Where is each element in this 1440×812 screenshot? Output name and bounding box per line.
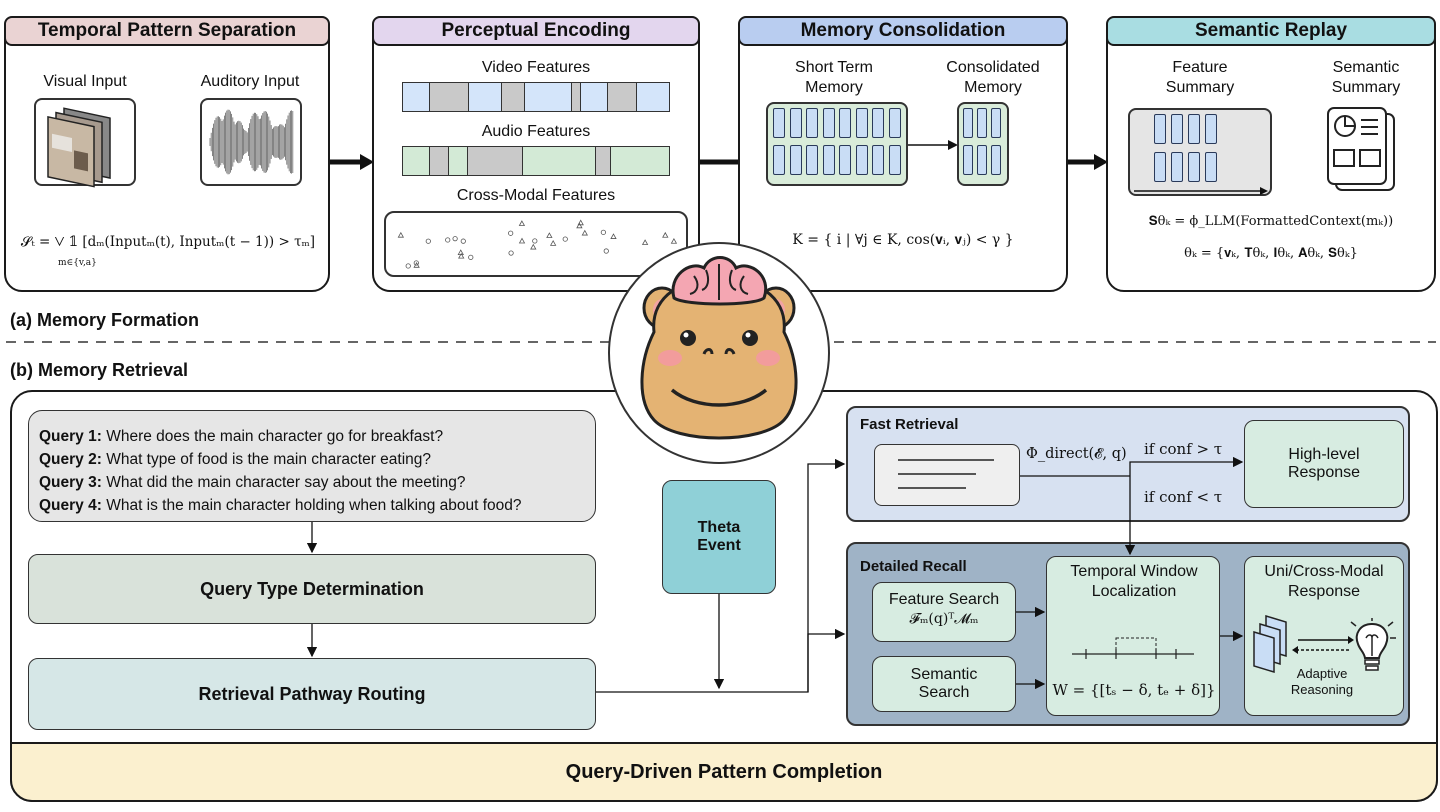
feature-summary-axis: [1134, 187, 1268, 195]
query-1: Query 1: Where does the main character g…: [39, 428, 444, 445]
cross-modal-box: [384, 211, 688, 277]
auditory-input-label: Auditory Input: [200, 73, 300, 90]
formation-arrow-2: [700, 159, 740, 165]
short-term-memory-label: Short Term Memory: [795, 59, 873, 96]
memory-cell: [855, 145, 868, 175]
memory-cell: [1154, 152, 1166, 182]
memory-cell: [839, 108, 851, 138]
memory-cell: [839, 145, 851, 175]
memory-formation-label: (a) Memory Formation: [10, 310, 200, 330]
uni-cross-response-label: Uni/Cross-Modal Response: [1264, 563, 1384, 600]
pattern-completion-box: Query-Driven Pattern Completion: [10, 742, 1438, 802]
fast-input-box: [874, 444, 1020, 506]
cross-modal-label: Cross-Modal Features: [456, 187, 616, 204]
memory-cell: [888, 108, 901, 138]
feature-summary-label: Feature Summary: [1165, 59, 1235, 96]
memory-consolidation-title: Memory Consolidation: [738, 16, 1068, 46]
time-window-axis: [1072, 637, 1194, 659]
temporal-window-label: Temporal Window Localization: [1070, 563, 1198, 600]
query-type-box: Query Type Determination: [28, 554, 596, 624]
audio-features-bar: [402, 146, 670, 176]
reasoning-arrows: [1292, 636, 1354, 654]
semantic-search-box: Semantic Search: [872, 656, 1016, 712]
memory-cell: [822, 145, 835, 175]
query-2: Query 2: What type of food is the main c…: [39, 451, 432, 468]
formation-arrow-1: [330, 154, 374, 170]
memory-cell: [977, 108, 987, 138]
consolidation-formula: K = { i | ∀j ∈ K, cos(𝐯ᵢ, 𝐯ⱼ) < γ }: [792, 232, 1014, 248]
memory-retrieval-label: (b) Memory Retrieval: [10, 360, 189, 380]
memory-cell: [1171, 152, 1183, 182]
memory-cell: [806, 145, 818, 175]
memory-cell: [822, 108, 835, 138]
temporal-pattern-title: Temporal Pattern Separation: [4, 16, 330, 46]
memory-cell: [977, 145, 987, 175]
semantic-replay-title: Semantic Replay: [1106, 16, 1436, 46]
temporal-window-box: [1046, 556, 1220, 716]
adaptive-reasoning-label: Adaptive Reasoning: [1290, 666, 1354, 697]
formation-arrow-3: [1068, 154, 1108, 170]
stacked-frames-icon: [1253, 614, 1287, 674]
waveform-icon: [209, 109, 294, 175]
separation-formula-sub: m∈{v,a}: [58, 258, 97, 268]
visual-input-label: Visual Input: [43, 73, 127, 90]
audio-features-label: Audio Features: [481, 123, 591, 140]
memory-cell: [855, 108, 868, 138]
window-formula: W = {[tₛ − δ, tₑ + δ]}: [1052, 681, 1216, 699]
section-divider: [6, 341, 1436, 343]
memory-cell: [773, 145, 785, 175]
memory-cell: [872, 108, 884, 138]
replay-formula-2: θₖ = {𝐯ₖ, 𝐓θₖ, 𝐈θₖ, 𝐀θₖ, 𝐒θₖ}: [1184, 246, 1358, 261]
memory-cell: [773, 108, 785, 138]
memory-cell: [1188, 114, 1200, 144]
memory-cell: [1205, 114, 1217, 144]
high-level-response-box: High-level Response: [1244, 420, 1404, 508]
memory-cell: [888, 145, 901, 175]
hippo-mascot-icon: [608, 242, 830, 464]
feature-search-formula: 𝓕ₘ(q)ᵀ𝓜ₘ: [909, 611, 979, 627]
pathway-routing-box: Retrieval Pathway Routing: [28, 658, 596, 730]
consolidated-memory-label: Consolidated Memory: [946, 59, 1040, 96]
detailed-recall-title: Detailed Recall: [860, 558, 967, 575]
memory-cell: [991, 108, 1001, 138]
perceptual-encoding-title: Perceptual Encoding: [372, 16, 700, 46]
text-lines-icon: [898, 459, 994, 489]
feature-summary-box: [1128, 108, 1272, 196]
memory-cell: [963, 145, 973, 175]
fast-formula: Φ_direct(𝓔, q): [1026, 446, 1127, 462]
query-4: Query 4: What is the main character hold…: [39, 497, 522, 514]
memory-cell: [963, 108, 973, 138]
cond-low-label: if conf < τ: [1144, 488, 1223, 506]
memory-cell: [872, 145, 884, 175]
memory-cell: [1171, 114, 1183, 144]
memory-cell: [789, 108, 802, 138]
replay-formula-1: 𝐒θₖ = ϕ_LLM(FormattedContext(mₖ)): [1148, 214, 1394, 229]
memory-cell: [1205, 152, 1217, 182]
separation-formula: 𝓢ₜ = ⋁ 𝟙 [dₘ(Inputₘ(t), Inputₘ(t − 1)) >…: [20, 234, 316, 250]
theta-event-box: Theta Event: [662, 480, 776, 594]
auditory-input-box: [200, 98, 302, 186]
query-list-box: Query 1: Where does the main character g…: [28, 410, 596, 522]
feature-search-label: Feature Search: [888, 591, 1000, 608]
memory-cell: [1188, 152, 1200, 182]
cond-high-label: if conf > τ: [1144, 440, 1223, 458]
lightbulb-icon: [1350, 618, 1396, 671]
document-icon: [1327, 107, 1395, 191]
video-features-bar: [402, 82, 670, 112]
query-3: Query 3: What did the main character say…: [39, 474, 466, 491]
consolidation-arrow: [908, 140, 958, 150]
memory-cell: [1154, 114, 1166, 144]
memory-cell: [789, 145, 802, 175]
memory-cell: [991, 145, 1001, 175]
semantic-summary-label: Semantic Summary: [1331, 59, 1401, 96]
feature-search-box: Feature Search 𝓕ₘ(q)ᵀ𝓜ₘ: [872, 582, 1016, 642]
fast-retrieval-title: Fast Retrieval: [860, 416, 959, 433]
film-frames-icon: [47, 107, 111, 188]
video-features-label: Video Features: [481, 59, 591, 76]
memory-cell: [806, 108, 818, 138]
